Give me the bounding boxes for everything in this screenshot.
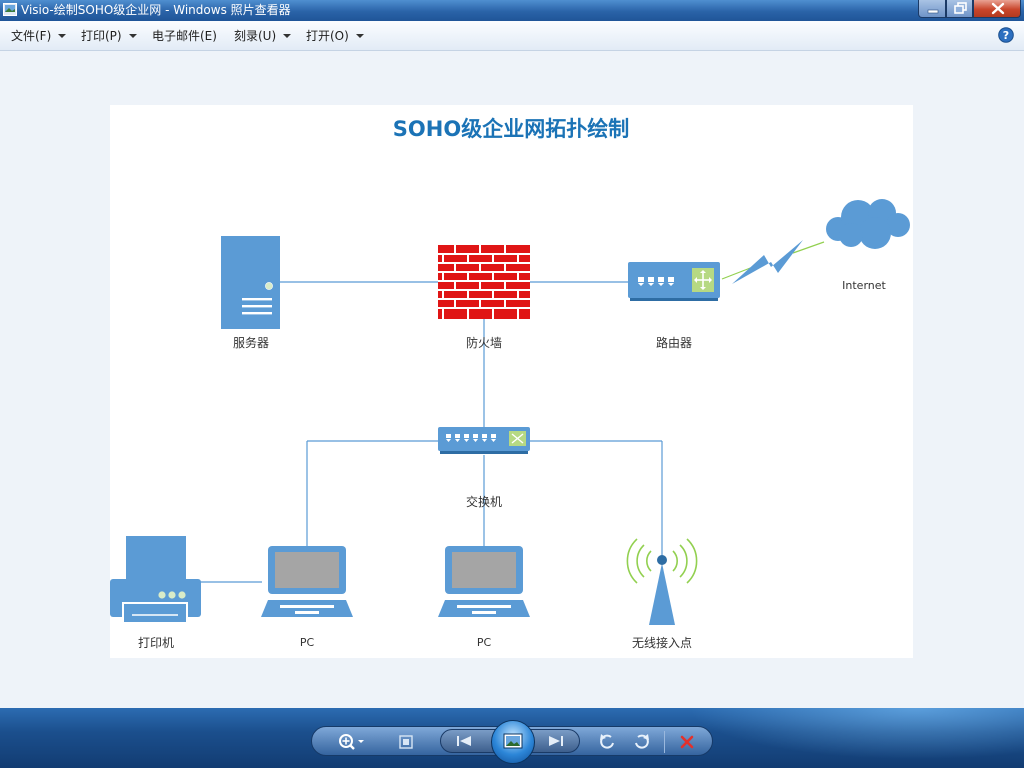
label-switch: 交换机 [465,495,503,509]
menu-email-label: 电子邮件(E) [152,29,217,43]
label-pc2: PC [476,636,492,649]
label-router: 路由器 [655,336,693,350]
delete-icon[interactable] [679,734,695,750]
router-icon [628,262,720,301]
next-icon[interactable] [545,735,565,747]
menu-print-label: 打印(P) [81,29,122,43]
label-internet: Internet [842,279,886,292]
laptop-pc2-icon [438,546,530,617]
viewer-toolbar [0,708,1024,768]
menu-bar: 文件(F) 打印(P) 电子邮件(E) 刻录(U) 打开(O) [0,21,1024,51]
slideshow-icon [503,733,523,749]
menu-burn-label: 刻录(U) [234,29,277,43]
chevron-down-icon [128,33,137,38]
photo-viewer-icon [3,3,17,16]
menu-open[interactable]: 打开(O) [306,28,364,44]
printer-icon [110,536,201,624]
close-icon [991,2,1005,15]
chevron-down-icon [355,33,364,38]
menu-burn[interactable]: 刻录(U) [234,28,292,44]
label-printer: 打印机 [137,636,175,650]
zoom-icon[interactable] [338,733,368,751]
wireless-access-point-icon [626,538,698,625]
laptop-pc1-icon [261,546,353,617]
restore-button[interactable] [946,0,973,18]
image-canvas: SOHO级企业网拓扑绘制 服务器 防火墙 路由器 Internet 交换机 打印… [110,105,913,658]
firewall-icon [438,245,530,319]
internet-cloud-icon [826,199,910,249]
window-title: Visio-绘制SOHO级企业网 - Windows 照片查看器 [21,3,291,17]
menu-email[interactable]: 电子邮件(E) [152,28,217,44]
label-firewall: 防火墙 [465,336,503,350]
help-icon[interactable]: ? [998,27,1014,43]
menu-open-label: 打开(O) [306,29,349,43]
actual-size-icon[interactable] [398,734,414,750]
switch-icon [438,427,530,454]
menu-print[interactable]: 打印(P) [81,28,137,44]
rotate-right-icon[interactable] [633,733,651,751]
slideshow-button[interactable] [491,720,535,764]
previous-icon[interactable] [455,735,475,747]
minimize-button[interactable] [918,0,946,18]
control-bar [311,720,713,764]
label-pc1: PC [299,636,315,649]
menu-file[interactable]: 文件(F) [11,28,67,44]
menu-file-label: 文件(F) [11,29,52,43]
restore-icon [954,2,967,14]
chevron-down-icon [283,33,292,38]
rotate-left-icon[interactable] [598,733,616,751]
label-wireless-ap: 无线接入点 [631,636,693,650]
title-bar: Visio-绘制SOHO级企业网 - Windows 照片查看器 [0,0,1024,21]
diagram-title: SOHO级企业网拓扑绘制 [392,117,630,141]
label-server: 服务器 [232,336,270,350]
svg-text:?: ? [1003,29,1009,42]
minimize-icon [927,9,939,14]
close-button[interactable] [973,0,1021,18]
network-links [200,281,663,583]
server-icon [221,236,280,329]
chevron-down-icon [58,33,67,38]
internet-link-lightning [721,240,825,284]
toolbar-separator [664,731,665,753]
network-diagram [110,199,910,625]
